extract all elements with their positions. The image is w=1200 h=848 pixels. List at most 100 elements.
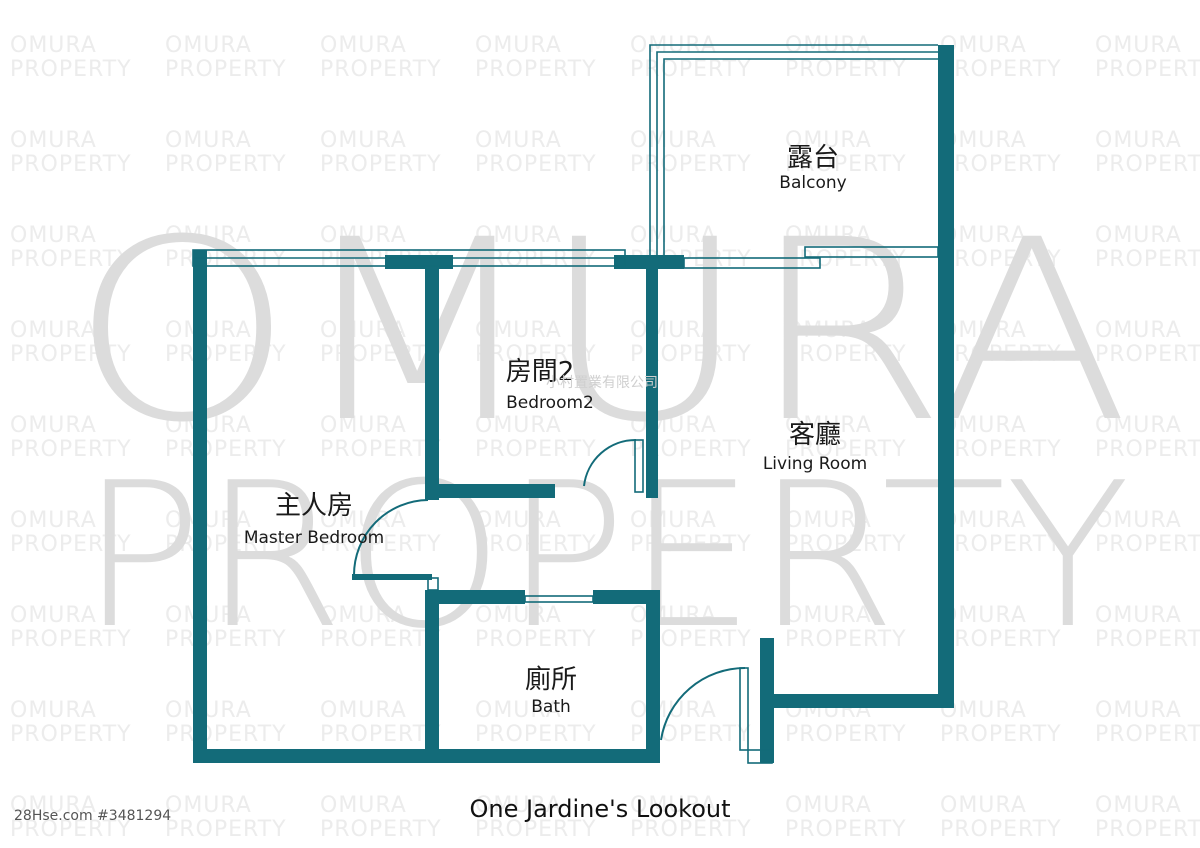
label-living-zh: 客廳 — [789, 420, 841, 450]
walls — [193, 45, 954, 763]
watermark-tile-property: PROPERTY — [785, 817, 907, 842]
watermark-tile-omura: OMURA — [10, 603, 97, 628]
watermark-tile-omura: OMURA — [630, 128, 717, 153]
watermark-tile-omura: OMURA — [1095, 223, 1182, 248]
watermark-tile-omura: OMURA — [165, 603, 252, 628]
label-master-en: Master Bedroom — [244, 528, 384, 548]
watermark-tile-property: PROPERTY — [475, 722, 597, 747]
watermark-tile-omura: OMURA — [475, 413, 562, 438]
watermark-tile-omura: OMURA — [785, 793, 872, 818]
watermark-tile-property: PROPERTY — [785, 627, 907, 652]
window-right-stub — [804, 246, 939, 258]
watermark-tile-omura: OMURA — [165, 223, 252, 248]
watermark-tile-property: PROPERTY — [785, 342, 907, 367]
door-leaf-entry — [747, 749, 773, 764]
watermark-tile-omura: OMURA — [940, 698, 1027, 723]
watermark-tile-omura: OMURA — [165, 413, 252, 438]
watermark-tile-omura: OMURA — [165, 698, 252, 723]
watermark-tile-property: PROPERTY — [940, 532, 1062, 557]
watermark-tile-property: PROPERTY — [165, 437, 287, 462]
watermark-tile-property: PROPERTY — [320, 532, 442, 557]
watermark-tile-omura: OMURA — [940, 793, 1027, 818]
watermark-tile-property: PROPERTY — [1095, 247, 1200, 272]
balcony-glazing — [649, 44, 938, 258]
watermark-tile-omura: OMURA — [320, 698, 407, 723]
watermark-tile-omura: OMURA — [320, 793, 407, 818]
watermark-tile-property: PROPERTY — [475, 437, 597, 462]
listing-credit: 28Hse.com #3481294 — [14, 808, 171, 824]
watermark-tile-property: PROPERTY — [1095, 152, 1200, 177]
watermark-tile-property: PROPERTY — [940, 722, 1062, 747]
watermark-tile-omura: OMURA — [1095, 603, 1182, 628]
watermark-tile-property: PROPERTY — [475, 247, 597, 272]
watermark-tile-omura: OMURA — [320, 413, 407, 438]
watermark-tile-omura: OMURA — [165, 318, 252, 343]
watermark-tile-property: PROPERTY — [1095, 817, 1200, 842]
watermark-tile-property: PROPERTY — [475, 817, 597, 842]
watermark-tile-property: PROPERTY — [10, 342, 132, 367]
watermark-tile-omura: OMURA — [320, 223, 407, 248]
watermark-tile-omura: OMURA — [785, 223, 872, 248]
window-top-right — [683, 257, 821, 269]
watermark-tile-property: PROPERTY — [940, 152, 1062, 177]
watermark-tile-omura: OMURA — [785, 603, 872, 628]
wall-top-stub-2 — [614, 255, 684, 269]
watermark-tile-property: PROPERTY — [1095, 342, 1200, 367]
watermark-tile-omura: OMURA — [165, 508, 252, 533]
window-bath — [524, 595, 594, 603]
watermark-tile-property: PROPERTY — [630, 57, 752, 82]
watermark-tile-omura: OMURA — [10, 793, 97, 818]
watermark-tile-property: PROPERTY — [785, 437, 907, 462]
watermark-tile-omura: OMURA — [785, 508, 872, 533]
watermark-tile-omura: OMURA — [1095, 413, 1182, 438]
watermark-tile-property: PROPERTY — [1095, 722, 1200, 747]
watermark-tile-property: PROPERTY — [165, 152, 287, 177]
watermark-tile-property: PROPERTY — [1095, 627, 1200, 652]
wall-master-bath — [425, 590, 439, 763]
watermark-tile-omura: OMURA — [320, 33, 407, 58]
watermark-tile-property: PROPERTY — [475, 57, 597, 82]
wall-bedroom2-bottom — [425, 484, 555, 498]
watermark-tile-omura: OMURA — [475, 33, 562, 58]
watermark-tile-property: PROPERTY — [165, 817, 287, 842]
watermark-tile-property: PROPERTY — [785, 532, 907, 557]
watermark-tile-omura: OMURA — [10, 33, 97, 58]
watermark-tile-property: PROPERTY — [785, 57, 907, 82]
watermark-tile-omura: OMURA — [940, 33, 1027, 58]
watermark-tile-omura: OMURA — [1095, 793, 1182, 818]
watermark-tile-property: PROPERTY — [630, 152, 752, 177]
watermark-tile-omura: OMURA — [630, 793, 717, 818]
watermark-tile-omura: OMURA — [10, 223, 97, 248]
watermark-tile-property: PROPERTY — [10, 627, 132, 652]
watermark-tile-property: PROPERTY — [475, 532, 597, 557]
watermark-tile-property: PROPERTY — [320, 57, 442, 82]
watermark-tile-omura: OMURA — [785, 128, 872, 153]
watermark-tile-omura: OMURA — [320, 318, 407, 343]
watermark-tile-omura: OMURA — [1095, 698, 1182, 723]
watermark-tile-omura: OMURA — [940, 603, 1027, 628]
big-watermark-omura: OMURA — [70, 186, 1130, 477]
label-balcony-en: Balcony — [779, 173, 846, 193]
wall-bedroom2-right — [646, 255, 658, 498]
watermark-tile-omura: OMURA — [10, 413, 97, 438]
watermark-tile-property: PROPERTY — [475, 342, 597, 367]
watermark-tile-omura: OMURA — [785, 318, 872, 343]
watermark-tile-property: PROPERTY — [630, 532, 752, 557]
watermark-tile-property: PROPERTY — [320, 437, 442, 462]
label-living-en: Living Room — [763, 454, 867, 474]
wall-living-bottom — [760, 694, 954, 708]
label-bedroom2-en: Bedroom2 — [506, 393, 594, 413]
watermark-tile-property: PROPERTY — [10, 532, 132, 557]
watermark-tile-omura: OMURA — [630, 318, 717, 343]
watermark-tile-property: PROPERTY — [10, 152, 132, 177]
watermark-tile-omura: OMURA — [320, 508, 407, 533]
watermark-tile-omura: OMURA — [475, 793, 562, 818]
watermark-tile-property: PROPERTY — [10, 57, 132, 82]
watermark-tile-omura: OMURA — [940, 318, 1027, 343]
watermark-tile-property: PROPERTY — [10, 722, 132, 747]
watermark-tile-property: PROPERTY — [940, 247, 1062, 272]
watermark-tile-omura: OMURA — [630, 413, 717, 438]
watermark-tile-property: PROPERTY — [940, 627, 1062, 652]
watermark-tile-omura: OMURA — [475, 128, 562, 153]
